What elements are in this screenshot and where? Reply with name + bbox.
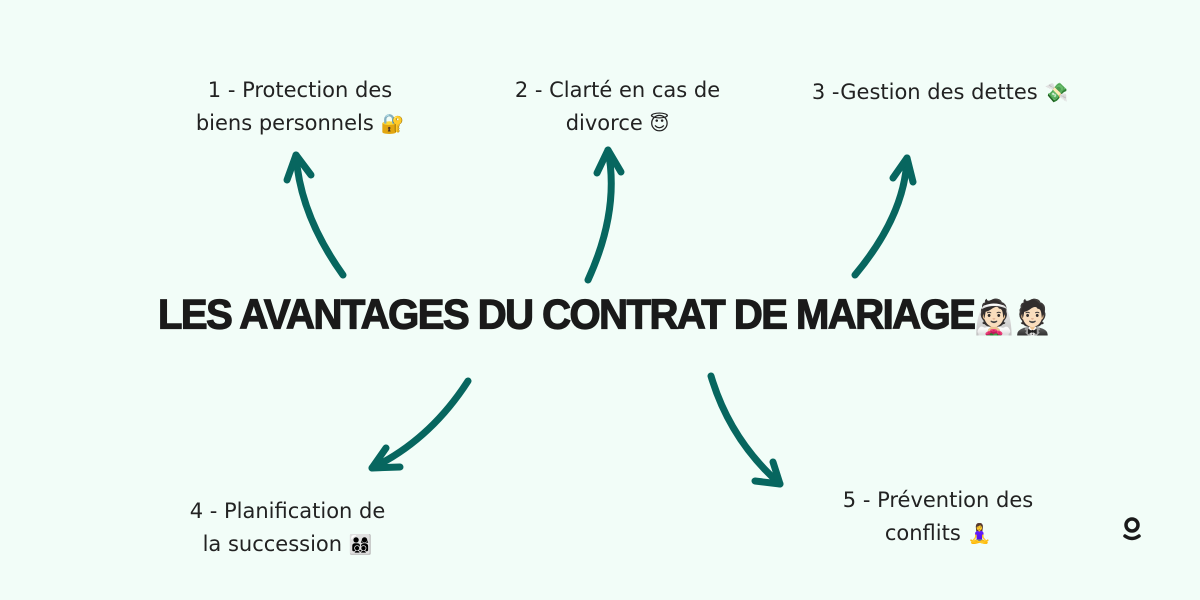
angel-face-icon: 😇 (649, 113, 670, 135)
item-5-label: 5 - Prévention des conflits 🧘‍♀️ (842, 488, 1034, 545)
money-wings-icon: 💸 (1044, 82, 1069, 104)
item-2-label: 2 - Clarté en cas de divorce 😇 (514, 78, 721, 135)
item-4-label: 4 - Planification de la succession 👨‍👩‍👦… (189, 499, 386, 556)
arrow-to-item-2 (584, 146, 625, 284)
item-3-label: 3 -Gestion des dettes 💸 (811, 80, 1069, 104)
family-icon: 👨‍👩‍👦‍👦 (348, 534, 373, 556)
item-1-label: 1 - Protection des biens personnels 🔐 (195, 78, 405, 135)
bride-groom-icon: 👰🏻🤵🏻 (974, 298, 1052, 336)
arrow-to-item-5 (707, 372, 784, 488)
brand-logo-icon (1123, 517, 1141, 541)
arrow-to-item-3 (851, 154, 917, 279)
arrow-to-item-4 (368, 377, 472, 472)
arrow-to-item-1 (283, 151, 347, 279)
lock-key-icon: 🔐 (380, 113, 405, 135)
main-title: LES AVANTAGES DU CONTRAT DE MARIAGE👰🏻🤵🏻 (157, 291, 1052, 339)
meditation-icon: 🧘‍♀️ (967, 523, 992, 545)
